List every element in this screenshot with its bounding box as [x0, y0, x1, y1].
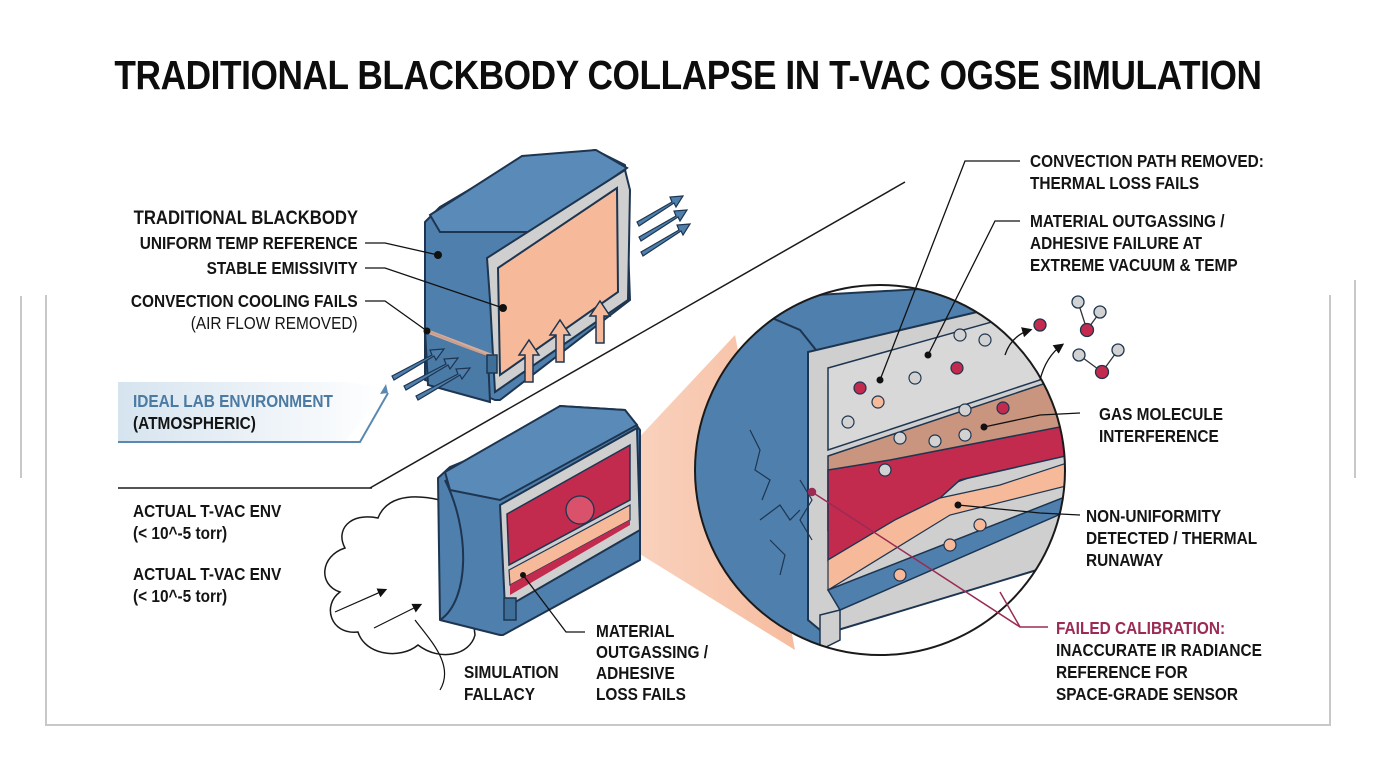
- label-air-flow-removed: (AIR FLOW REMOVED): [191, 313, 358, 333]
- label-simulation-fallacy-2: FALLACY: [464, 684, 536, 704]
- label-ideal-lab: IDEAL LAB ENVIRONMENT: [133, 391, 333, 411]
- label-outgassing-right-3: EXTREME VACUUM & TEMP: [1030, 255, 1238, 275]
- label-tvac-pressure-1: (< 10^-5 torr): [133, 523, 228, 543]
- label-outgassing-right-1: MATERIAL OUTGASSING /: [1030, 211, 1225, 231]
- escaping-molecules: [1004, 295, 1125, 381]
- label-convection-cooling: CONVECTION COOLING FAILS: [131, 291, 358, 311]
- label-gas-molecule-1: GAS MOLECULE: [1099, 404, 1224, 424]
- frame-line-left-inner: [45, 295, 47, 725]
- leader-lines-right: [879, 160, 1081, 516]
- page-title: TRADITIONAL BLACKBODY COLLAPSE IN T-VAC …: [114, 52, 1262, 98]
- leader-dots-right: [876, 351, 988, 509]
- label-tvac-env-2: ACTUAL T-VAC ENV: [133, 564, 282, 584]
- label-outgassing-right-2: ADHESIVE FAILURE AT: [1030, 233, 1202, 253]
- housing-cracks: [749, 429, 813, 576]
- magnify-source-circle: [565, 495, 595, 525]
- label-convection-path-1: CONVECTION PATH REMOVED:: [1030, 151, 1264, 171]
- magnified-cross-section: [694, 284, 1066, 656]
- environment-divider: [369, 181, 906, 489]
- leader-lines-top: [365, 242, 504, 332]
- banner-arrow-icon: [380, 384, 388, 394]
- label-stable-emissivity: STABLE EMISSIVITY: [206, 258, 358, 278]
- label-material-outgassing-1: MATERIAL: [596, 621, 675, 641]
- label-tvac-env-1: ACTUAL T-VAC ENV: [133, 501, 282, 521]
- airflow-out-arrows: [636, 195, 692, 257]
- label-material-outgassing-4: LOSS FAILS: [596, 684, 686, 704]
- label-failed-calibration-1: INACCURATE IR RADIANCE: [1056, 640, 1262, 660]
- airflow-in-arrows: [391, 348, 472, 401]
- vacuum-cloud: [324, 496, 476, 656]
- label-material-outgassing-3: ADHESIVE: [596, 663, 675, 683]
- heat-rise-arrows: [517, 299, 612, 383]
- label-traditional-blackbody: TRADITIONAL BLACKBODY: [133, 208, 358, 229]
- label-non-uniformity-1: NON-UNIFORMITY: [1086, 506, 1222, 526]
- label-atmospheric: (ATMOSPHERIC): [133, 413, 256, 433]
- traditional-blackbody-unit: [423, 148, 632, 404]
- label-convection-path-2: THERMAL LOSS FAILS: [1030, 173, 1200, 193]
- label-non-uniformity-2: DETECTED / THERMAL: [1086, 528, 1258, 548]
- label-failed-calibration-2: REFERENCE FOR: [1056, 662, 1188, 682]
- label-simulation-fallacy-1: SIMULATION: [464, 662, 559, 682]
- frame-line-right-inner: [1329, 295, 1331, 725]
- label-tvac-pressure-2: (< 10^-5 torr): [133, 586, 228, 606]
- label-failed-calibration-3: SPACE-GRADE SENSOR: [1056, 684, 1238, 704]
- tvac-blackbody-unit: [324, 404, 642, 691]
- ideal-lab-banner: [118, 382, 389, 443]
- label-material-outgassing-2: OUTGASSING /: [596, 642, 709, 662]
- failed-calibration-leader: [807, 487, 1048, 628]
- emitter-surface: [496, 186, 620, 377]
- label-gas-molecule-2: INTERFERENCE: [1099, 426, 1219, 446]
- failed-calibration-heading: FAILED CALIBRATION:: [1056, 618, 1226, 638]
- label-non-uniformity-3: RUNAWAY: [1086, 550, 1164, 570]
- gas-molecules-inside: [841, 328, 1010, 582]
- label-failed-calibration: FAILED CALIBRATION:: [1056, 618, 1225, 639]
- frame-line-right-outer: [1354, 280, 1356, 478]
- frame-line-left-outer: [20, 296, 22, 478]
- label-uniform-temp: UNIFORM TEMP REFERENCE: [140, 233, 358, 253]
- frame-line-bottom: [45, 724, 1331, 726]
